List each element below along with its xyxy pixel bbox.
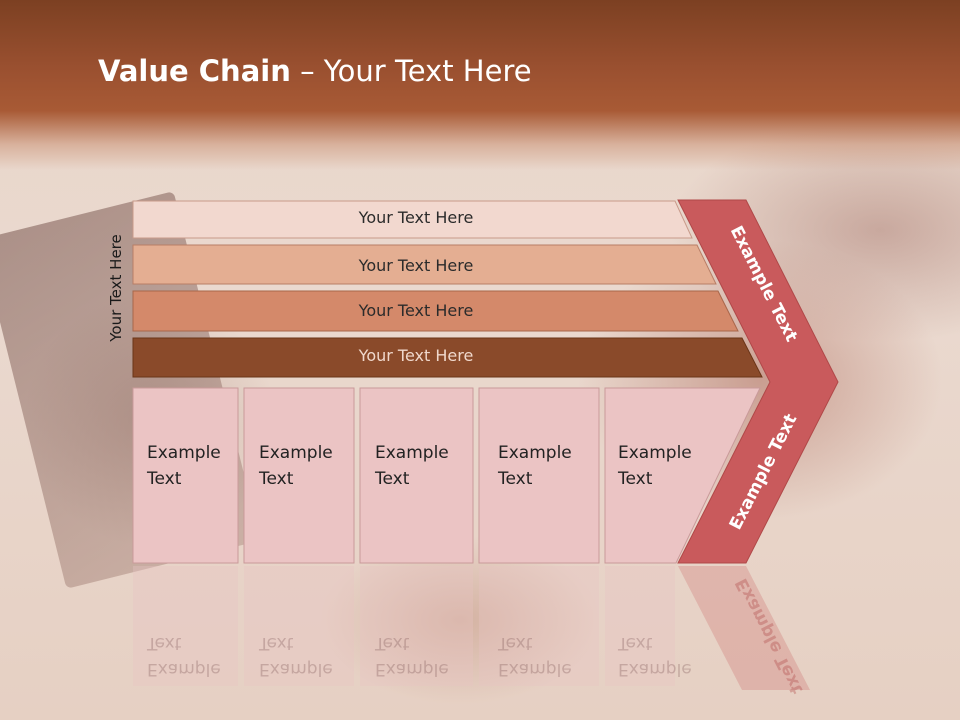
box-label-2: Example Text [259, 443, 333, 489]
box-3-reflection [360, 566, 473, 686]
box-4-reflection [479, 566, 599, 686]
bar-label-4: Your Text Here [358, 346, 474, 365]
title-bold: Value Chain [98, 54, 291, 88]
box-2[interactable] [243, 387, 355, 564]
bar-2[interactable] [132, 244, 717, 285]
bar-3[interactable] [132, 290, 739, 332]
box-label-3: Example Text [375, 443, 449, 489]
bar-label-1: Your Text Here [358, 208, 474, 227]
title-rest: – Your Text Here [290, 54, 532, 88]
bar-4[interactable] [132, 337, 763, 378]
box-label-5-reflection: Example Text [618, 633, 692, 679]
box-label-4: Example Text [498, 443, 572, 489]
bar-label-2: Your Text Here [358, 256, 474, 275]
slide-title: Value Chain – Your Text Here [98, 54, 532, 88]
box-label-4-reflection: Example Text [498, 633, 572, 679]
box-label-1-reflection: Example Text [147, 633, 221, 679]
box-4[interactable] [478, 387, 600, 564]
box-label-2-reflection: Example Text [259, 633, 333, 679]
chevron-reflection [678, 566, 810, 690]
box-1-reflection [133, 566, 238, 686]
header-band [0, 0, 960, 170]
box-5[interactable] [604, 387, 761, 564]
box-2-reflection [244, 566, 354, 686]
box-5-reflection [605, 566, 675, 686]
box-3[interactable] [359, 387, 474, 564]
box-1[interactable] [132, 387, 239, 564]
box-label-3-reflection: Example Text [375, 633, 449, 679]
chevron-arrow[interactable] [677, 199, 839, 564]
box-label-1: Example Text [147, 443, 221, 489]
bar-label-3: Your Text Here [358, 301, 474, 320]
bar-1[interactable] [132, 200, 693, 239]
box-label-5: Example Text [618, 443, 692, 489]
